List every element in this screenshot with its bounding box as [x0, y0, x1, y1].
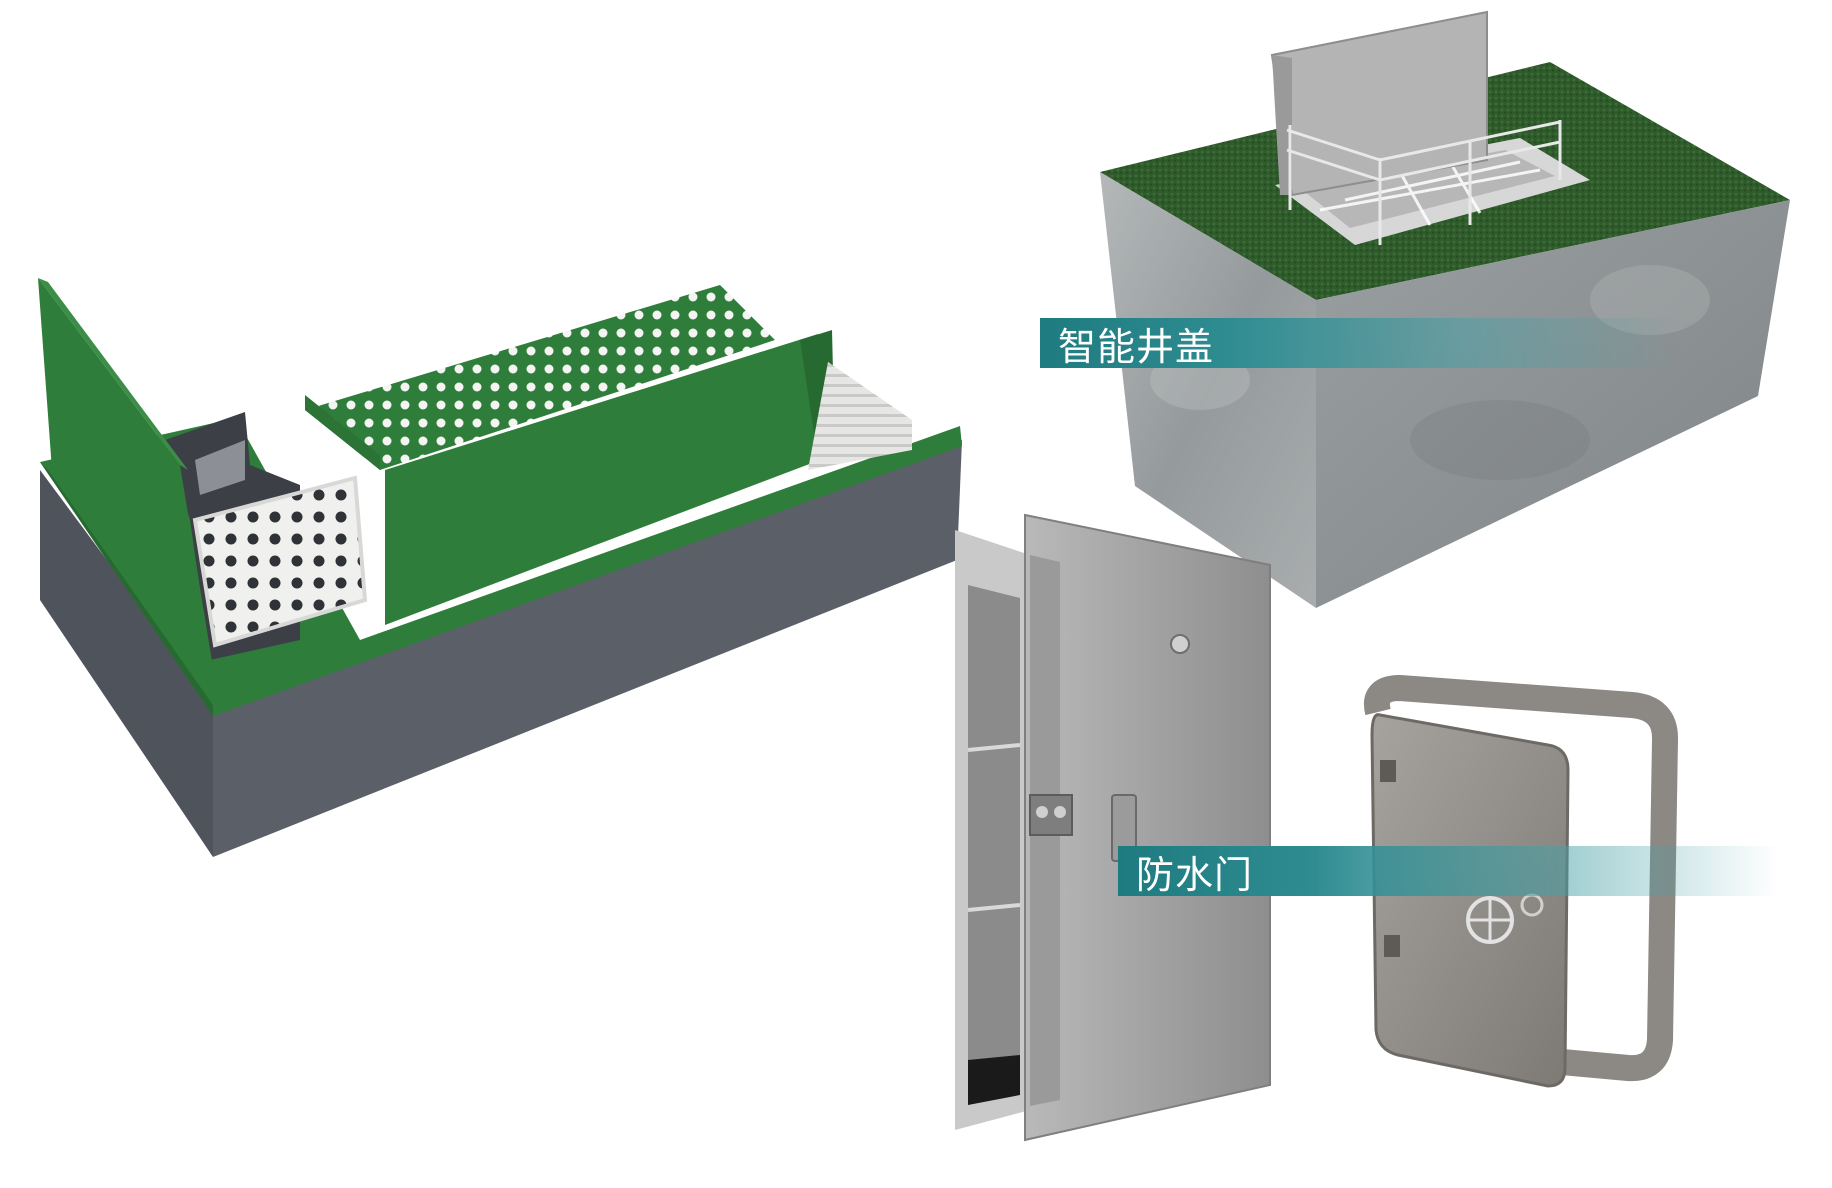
waterproof-hatch-illustration: [1364, 675, 1678, 1088]
steel-door-illustration: [955, 513, 1271, 1142]
label-waterproof-door: 防水门: [1118, 846, 1778, 897]
label-smart-manhole-cover: 智能井盖: [1040, 318, 1680, 369]
equipment-enclosure-illustration: [38, 278, 962, 857]
manhole-cover-illustration: [1100, 10, 1790, 608]
